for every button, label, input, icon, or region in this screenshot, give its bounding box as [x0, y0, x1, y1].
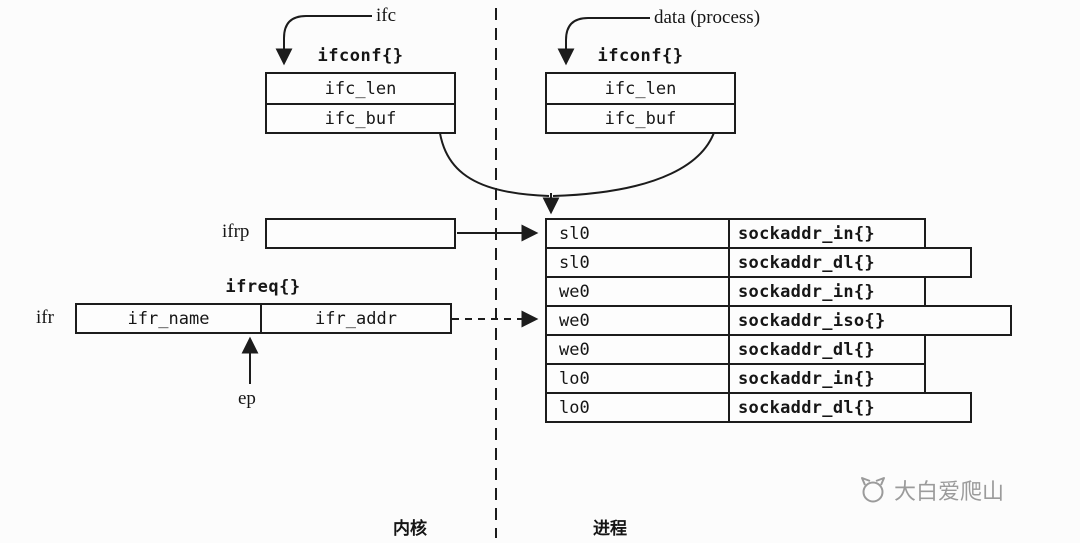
table-row: we0 sockaddr_dl{}	[545, 334, 926, 365]
ifrp-box	[265, 218, 456, 249]
table-row: sl0 sockaddr_in{}	[545, 218, 926, 249]
table-row: we0 sockaddr_iso{}	[545, 305, 1012, 336]
watermark-cat-icon	[861, 477, 885, 503]
table-row: lo0 sockaddr_in{}	[545, 363, 926, 394]
ifr-addr-cell: ifr_addr	[260, 305, 450, 332]
sockaddr-cell: sockaddr_dl{}	[738, 252, 875, 273]
ifc-len-cell: ifc_len	[604, 78, 677, 99]
sockaddr-cell: sockaddr_in{}	[738, 368, 875, 389]
data-process-label: data (process)	[654, 7, 761, 28]
ifconf-process-box: ifc_len ifc_buf	[545, 72, 736, 134]
table-row: we0 sockaddr_in{}	[545, 276, 926, 307]
watermark-text: 大白爱爬山	[894, 480, 1005, 505]
ifconf-kernel-title: ifconf{}	[317, 46, 404, 66]
ifname-cell: sl0	[547, 220, 730, 247]
ifname-cell: sl0	[547, 249, 730, 276]
ifname-cell: we0	[547, 278, 730, 305]
ifreq-title: ifreq{}	[225, 277, 301, 297]
ifc-buf-cell: ifc_buf	[547, 103, 734, 132]
ifconf-process-title: ifconf{}	[597, 46, 684, 66]
sockaddr-cell: sockaddr_in{}	[738, 281, 875, 302]
sockaddr-cell: sockaddr_dl{}	[738, 339, 875, 360]
ifc-label: ifc	[376, 5, 397, 26]
ifc-buf-cell: ifc_buf	[267, 103, 454, 132]
ep-label: ep	[238, 388, 256, 409]
ifr-name-cell: ifr_name	[127, 308, 210, 329]
ifname-cell: we0	[547, 307, 730, 334]
table-row: lo0 sockaddr_dl{}	[545, 392, 972, 423]
ifname-cell: lo0	[547, 394, 730, 421]
sockaddr-cell: sockaddr_iso{}	[738, 310, 886, 331]
sockaddr-cell: sockaddr_in{}	[738, 223, 875, 244]
watermark: 大白爱爬山	[858, 474, 1004, 506]
process-region-label: 进程	[593, 519, 627, 539]
sockaddr-cell: sockaddr_dl{}	[738, 397, 875, 418]
ifr-label: ifr	[36, 307, 54, 328]
ifrp-label: ifrp	[222, 221, 250, 242]
ifname-cell: we0	[547, 336, 730, 363]
ifconf-kernel-box: ifc_len ifc_buf	[265, 72, 456, 134]
kernel-region-label: 内核	[393, 519, 427, 539]
table-row: sl0 sockaddr_dl{}	[545, 247, 972, 278]
ifreq-box: ifr_name ifr_addr	[75, 303, 452, 334]
ifname-cell: lo0	[547, 365, 730, 392]
ifc-len-cell: ifc_len	[324, 78, 397, 99]
